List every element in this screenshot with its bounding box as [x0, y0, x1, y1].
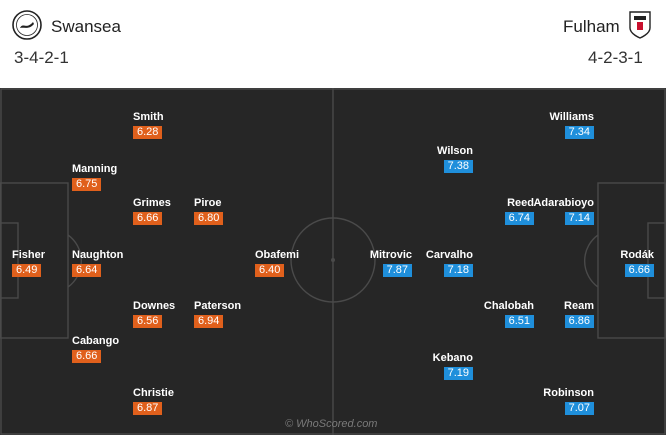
player-name: Carvalho: [425, 249, 473, 261]
player-rating: 6.66: [133, 212, 163, 225]
player-rating: 6.49: [12, 264, 42, 277]
player-name: Mitrovic: [369, 249, 412, 261]
player-name: Smith: [133, 111, 164, 123]
player-rating: 6.40: [255, 264, 285, 277]
away-player[interactable]: Williams 7.34: [549, 110, 594, 139]
away-player[interactable]: Adarabioyo 7.14: [533, 196, 594, 225]
player-name: Ream: [564, 300, 594, 312]
player-name: Robinson: [543, 387, 594, 399]
player-name: Naughton: [72, 249, 124, 261]
home-player[interactable]: Paterson 6.94: [194, 299, 241, 328]
home-player[interactable]: Smith 6.28: [133, 110, 164, 139]
home-team-name: Swansea: [51, 17, 121, 36]
player-rating: 6.94: [194, 315, 224, 328]
player-name: Chalobah: [483, 300, 534, 312]
player-rating: 6.74: [504, 212, 534, 225]
player-rating: 7.87: [382, 264, 412, 277]
home-player[interactable]: Christie 6.87: [133, 386, 174, 415]
player-name: Fisher: [12, 249, 46, 261]
player-name: Paterson: [194, 300, 242, 312]
away-player[interactable]: Kebano 7.19: [433, 351, 473, 380]
player-name: Christie: [133, 387, 174, 399]
player-name: Cabango: [72, 335, 120, 347]
fulham-crest-icon: [629, 11, 651, 39]
home-formation: 3-4-2-1: [14, 48, 69, 67]
player-name: Obafemi: [255, 249, 300, 261]
away-player[interactable]: Ream 6.86: [564, 299, 594, 328]
away-formation: 4-2-3-1: [588, 48, 643, 67]
away-player[interactable]: Mitrovic 7.87: [370, 248, 412, 277]
player-name: Rodák: [620, 249, 654, 261]
home-player[interactable]: Piroe 6.80: [194, 196, 224, 225]
home-player[interactable]: Grimes 6.66: [133, 196, 171, 225]
player-rating: 6.51: [504, 315, 534, 328]
player-name: Downes: [133, 300, 176, 312]
player-rating: 7.07: [564, 402, 594, 415]
home-player[interactable]: Manning 6.75: [72, 162, 117, 191]
player-rating: 7.19: [443, 367, 473, 380]
match-header: Swansea 3-4-2-1 Fulham 4-2-3-1: [0, 0, 666, 88]
player-name: Adarabioyo: [533, 197, 594, 209]
away-player[interactable]: Robinson 7.07: [543, 386, 594, 415]
player-name: Williams: [549, 111, 594, 123]
player-rating: 6.66: [72, 350, 102, 363]
player-name: Reed: [507, 197, 534, 209]
player-rating: 6.66: [624, 264, 654, 277]
pitch-markings: [0, 88, 666, 435]
player-rating: 6.64: [72, 264, 102, 277]
player-rating: 7.18: [443, 264, 473, 277]
away-team-name: Fulham: [563, 17, 620, 36]
player-rating: 6.28: [133, 126, 163, 139]
player-rating: 7.14: [564, 212, 594, 225]
home-player[interactable]: Cabango 6.66: [72, 334, 119, 363]
player-rating: 6.56: [133, 315, 163, 328]
away-player[interactable]: Chalobah 6.51: [484, 299, 534, 328]
player-rating: 7.34: [564, 126, 594, 139]
player-rating: 6.80: [194, 212, 224, 225]
player-name: Kebano: [432, 352, 473, 364]
player-rating: 6.87: [133, 402, 163, 415]
away-player[interactable]: Rodák 6.66: [620, 248, 654, 277]
home-player[interactable]: Downes 6.56: [133, 299, 175, 328]
away-player[interactable]: Wilson 7.38: [437, 144, 473, 173]
swansea-crest-icon: [12, 10, 42, 40]
home-player[interactable]: Naughton 6.64: [72, 248, 123, 277]
player-rating: 6.75: [72, 178, 102, 191]
watermark: © WhoScored.com: [285, 418, 378, 430]
home-player[interactable]: Obafemi 6.40: [255, 248, 299, 277]
away-player[interactable]: Carvalho 7.18: [426, 248, 473, 277]
player-rating: 7.38: [443, 160, 473, 173]
player-name: Manning: [72, 163, 118, 175]
player-name: Wilson: [437, 145, 473, 157]
home-player[interactable]: Fisher 6.49: [12, 248, 45, 277]
pitch: [0, 88, 666, 435]
player-name: Piroe: [194, 197, 222, 209]
away-player[interactable]: Reed 6.74: [504, 196, 534, 225]
player-rating: 6.86: [564, 315, 594, 328]
player-name: Grimes: [133, 197, 171, 209]
